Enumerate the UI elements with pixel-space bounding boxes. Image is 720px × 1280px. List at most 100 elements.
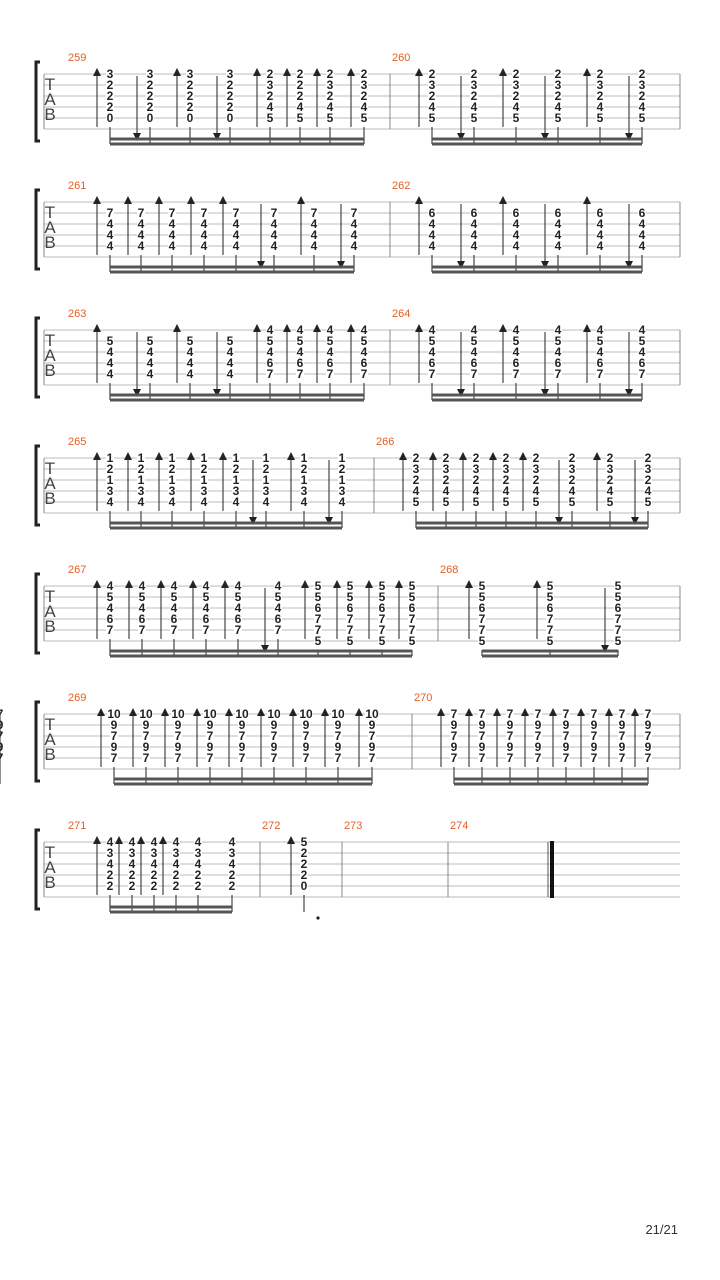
fret-bg [296, 80, 304, 90]
fret-bg [110, 731, 118, 741]
fret-bg [472, 497, 480, 507]
fret-number: 4 [639, 217, 646, 231]
fret-number: 4 [187, 367, 194, 381]
tab-clef-letter: T [45, 459, 55, 478]
upstroke-arrow-icon [499, 196, 507, 204]
fret-bg [360, 347, 368, 357]
fret-bg [638, 113, 646, 123]
fret-bg [568, 475, 576, 485]
fret-bg [270, 241, 278, 251]
fret-number: 6 [361, 356, 368, 370]
fret-number: 6 [107, 612, 114, 626]
fret-bg [296, 336, 304, 346]
fret-bg [194, 870, 202, 880]
fret-number: 6 [203, 612, 210, 626]
fret-number: 7 [239, 729, 246, 743]
fret-number: 2 [429, 89, 436, 103]
fret-bg [644, 486, 652, 496]
fret-bg [128, 881, 136, 891]
fret-bg [168, 475, 176, 485]
fret-bg [172, 870, 180, 880]
fret-number: 7 [139, 623, 146, 637]
fret-number: 5 [297, 334, 304, 348]
fret-number: 4 [233, 228, 240, 242]
fret-number: 3 [429, 78, 436, 92]
fret-bg [590, 753, 598, 763]
fret-number: 4 [555, 100, 562, 114]
measure-number: 272 [262, 820, 280, 832]
fret-number: 6 [513, 206, 520, 220]
fret-bg [270, 230, 278, 240]
fret-number: 9 [207, 740, 214, 754]
fret-bg [568, 464, 576, 474]
fret-bg [194, 848, 202, 858]
fret-number: 4 [471, 228, 478, 242]
fret-bg [232, 241, 240, 251]
fret-bg [590, 720, 598, 730]
fret-bg [326, 358, 334, 368]
fret-number: 7 [327, 367, 334, 381]
fret-bg [226, 91, 234, 101]
fret-bg [314, 592, 322, 602]
fret-bg [378, 636, 386, 646]
fret-number: 7 [347, 623, 354, 637]
fret-bg [234, 581, 242, 591]
fret-number: 4 [233, 495, 240, 509]
fret-bg [334, 731, 342, 741]
fret-number: 6 [139, 612, 146, 626]
fret-number: 7 [591, 707, 598, 721]
fret-number: 4 [429, 323, 436, 337]
fret-number: 9 [479, 740, 486, 754]
fret-number: 10 [107, 707, 121, 721]
fret-number: 3 [361, 78, 368, 92]
fret-bg [442, 453, 450, 463]
fret-bg [346, 603, 354, 613]
upstroke-arrow-icon [253, 68, 261, 76]
fret-bg [408, 614, 416, 624]
fret-number: 9 [479, 718, 486, 732]
fret-bg [110, 753, 118, 763]
fret-bg [618, 709, 626, 719]
fret-bg [442, 497, 450, 507]
fret-bg [206, 720, 214, 730]
fret-number: 5 [473, 495, 480, 509]
fret-number: 7 [645, 751, 652, 765]
fret-bg [478, 581, 486, 591]
upstroke-arrow-icon [283, 324, 291, 332]
fret-bg [238, 753, 246, 763]
fret-number: 5 [379, 634, 386, 648]
fret-number: 4 [107, 239, 114, 253]
fret-bg [128, 837, 136, 847]
fret-number: 4 [147, 367, 154, 381]
fret-number: 7 [267, 367, 274, 381]
fret-bg [334, 753, 342, 763]
fret-bg [470, 230, 478, 240]
fret-number: 2 [301, 846, 308, 860]
fret-number: 1 [107, 473, 114, 487]
fret-bg [226, 69, 234, 79]
fret-bg [562, 720, 570, 730]
fret-number: 4 [201, 239, 208, 253]
fret-bg [470, 347, 478, 357]
page-number: 21/21 [645, 1222, 678, 1237]
fret-bg [606, 497, 614, 507]
fret-number: 4 [471, 100, 478, 114]
fret-number: 3 [233, 484, 240, 498]
fret-number: 3 [187, 67, 194, 81]
fret-number: 7 [507, 751, 514, 765]
fret-number: 4 [169, 239, 176, 253]
fret-bg [596, 241, 604, 251]
fret-number: 3 [555, 78, 562, 92]
fret-bg [106, 69, 114, 79]
fret-bg [0, 753, 8, 763]
fret-bg [310, 230, 318, 240]
fret-bg [606, 475, 614, 485]
fret-bg [412, 464, 420, 474]
fret-bg [596, 91, 604, 101]
fret-number: 9 [563, 718, 570, 732]
fret-bg [146, 102, 154, 112]
upstroke-arrow-icon [187, 196, 195, 204]
fret-number: 9 [645, 718, 652, 732]
fret-bg [590, 731, 598, 741]
downstroke-arrow-icon [213, 133, 221, 141]
